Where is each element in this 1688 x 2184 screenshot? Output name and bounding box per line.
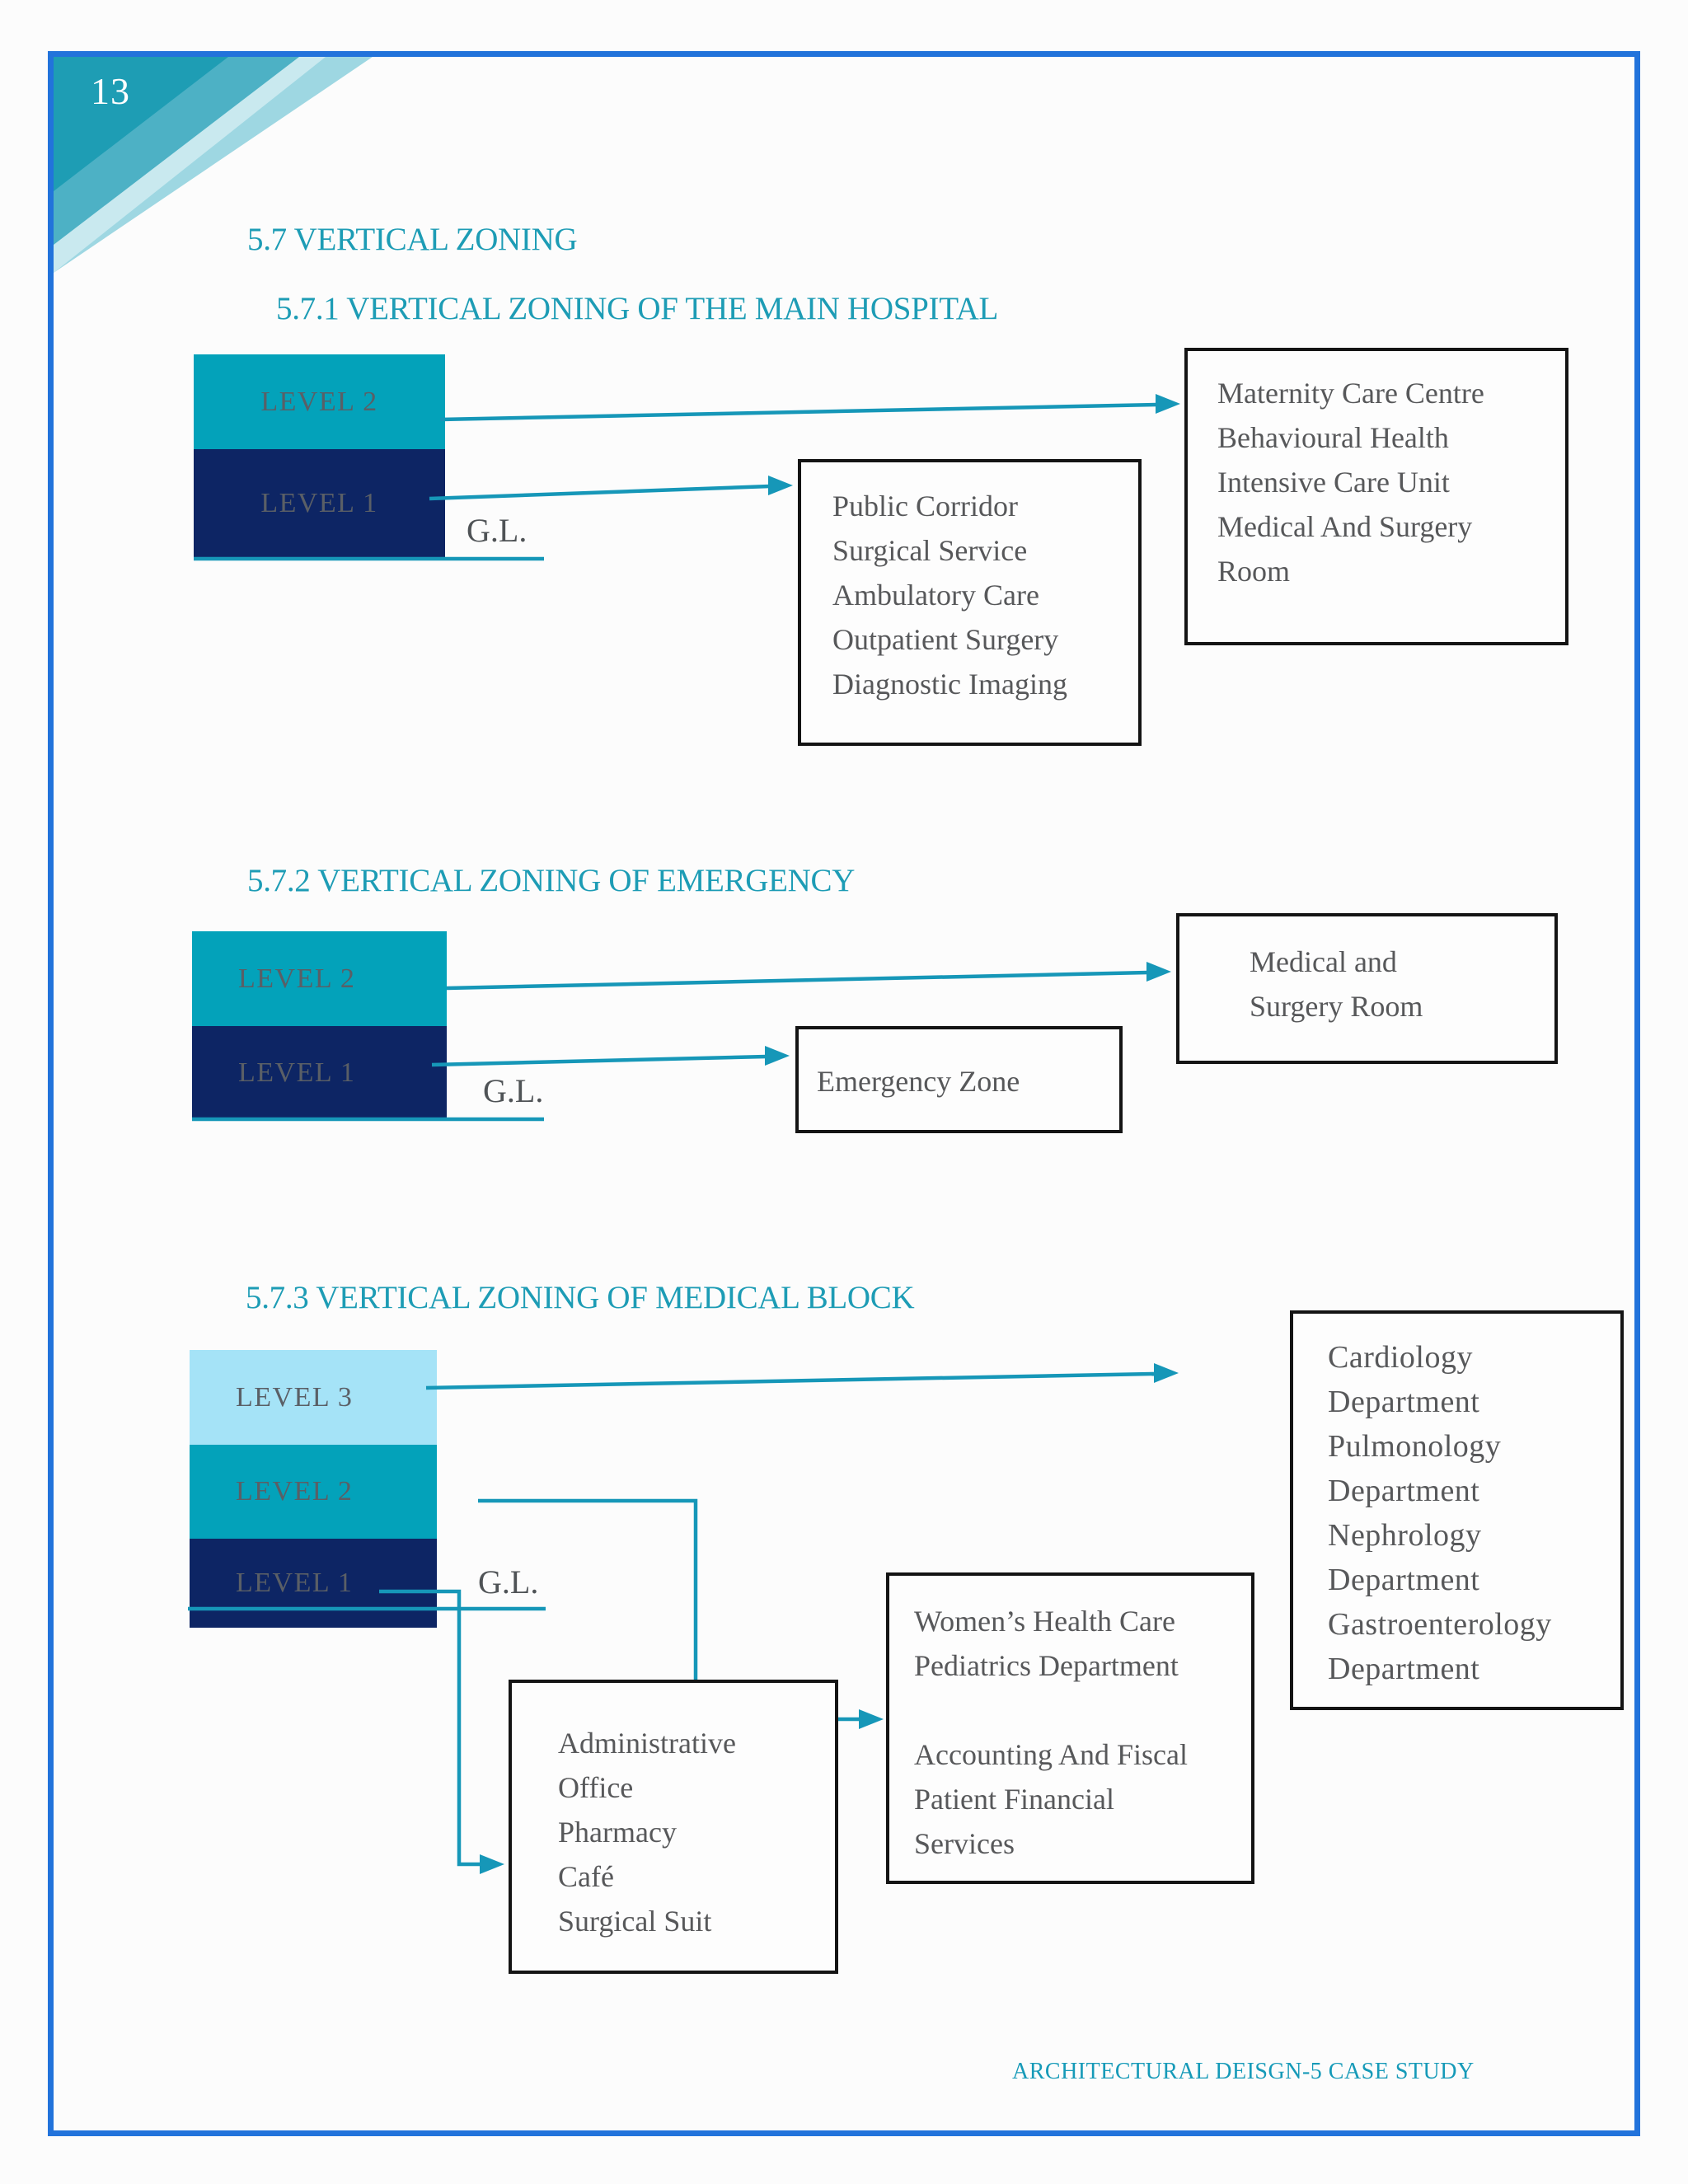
d1-arrow-level2 <box>439 402 1158 422</box>
arrowhead-icon <box>1154 1363 1179 1383</box>
arrowhead-icon <box>859 1709 884 1729</box>
box-line: Outpatient Surgery <box>832 623 1059 656</box>
d1-arrow-level1 <box>429 484 771 501</box>
page-number: 13 <box>91 70 130 112</box>
box-line: Women’s Health Care <box>914 1605 1176 1638</box>
heading-5-7-1: 5.7.1 VERTICAL ZONING OF THE MAIN HOSPIT… <box>276 291 999 326</box>
d1-ground-level-label: G.L. <box>467 512 528 549</box>
box-line: Department <box>1328 1474 1480 1508</box>
arrowhead-icon <box>765 1046 790 1066</box>
d3-arrow-level1 <box>379 1589 480 1867</box>
box-line: Department <box>1328 1385 1480 1419</box>
heading-5-7: 5.7 VERTICAL ZONING <box>247 222 578 257</box>
d3-middle-text-box: Women’s Health Care Pediatrics Departmen… <box>886 1572 1254 1884</box>
box-line: Diagnostic Imaging <box>832 668 1067 701</box>
d2-ground-level-label: G.L. <box>483 1072 544 1109</box>
d3-ground-level-label: G.L. <box>478 1563 539 1601</box>
box-line: Services <box>914 1827 1015 1860</box>
d1-upper-text-box: Maternity Care Centre Behavioural Health… <box>1184 348 1568 645</box>
box-line: Maternity Care Centre <box>1217 377 1484 410</box>
page-border-frame <box>48 51 1640 2136</box>
d2-arrow-level2 <box>446 970 1149 991</box>
box-line: Surgery Room <box>1250 990 1423 1023</box>
d3-level1-band: LEVEL 1 <box>190 1539 437 1628</box>
box-line: Medical And Surgery <box>1217 510 1473 543</box>
box-line: Administrative <box>558 1727 736 1760</box>
box-line: Intensive Care Unit <box>1217 466 1450 499</box>
arrowhead-icon <box>480 1854 504 1874</box>
arrowhead-icon <box>1156 394 1180 414</box>
d3-level1-label: LEVEL 1 <box>236 1568 354 1598</box>
box-line: Behavioural Health <box>1217 421 1449 454</box>
d1-level1-label: LEVEL 1 <box>260 487 378 518</box>
d1-level1-band: LEVEL 1 <box>194 449 445 557</box>
d3-level2-label: LEVEL 2 <box>236 1476 354 1507</box>
arrowhead-icon <box>1146 962 1171 982</box>
d2-upper-text-box: Medical and Surgery Room <box>1176 913 1558 1064</box>
heading-5-7-3: 5.7.3 VERTICAL ZONING OF MEDICAL BLOCK <box>246 1280 915 1315</box>
footer-text: ARCHITECTURAL DEISGN-5 CASE STUDY <box>1012 2059 1475 2084</box>
box-line: Accounting And Fiscal <box>914 1738 1188 1771</box>
box-line: Emergency Zone <box>817 1065 1020 1098</box>
box-line: Pediatrics Department <box>914 1649 1179 1682</box>
d3-right-text-box: Cardiology Department Pulmonology Depart… <box>1290 1310 1624 1710</box>
box-line: Public Corridor <box>832 490 1018 523</box>
box-line: Nephrology <box>1328 1518 1482 1553</box>
box-line: Pharmacy <box>558 1816 677 1849</box>
box-line: Office <box>558 1771 634 1804</box>
d2-lower-text-box: Emergency Zone <box>795 1026 1123 1133</box>
d2-level2-band: LEVEL 2 <box>192 931 447 1026</box>
box-line: Medical and <box>1250 945 1397 978</box>
box-line: Gastroenterology <box>1328 1607 1552 1642</box>
box-line: Pulmonology <box>1328 1429 1502 1464</box>
d1-level2-label: LEVEL 2 <box>260 386 378 417</box>
d1-lower-text-box: Public Corridor Surgical Service Ambulat… <box>798 459 1142 746</box>
d2-level1-band: LEVEL 1 <box>192 1026 447 1119</box>
box-line: Café <box>558 1860 614 1893</box>
box-line: Cardiology <box>1328 1340 1473 1375</box>
d2-level2-label: LEVEL 2 <box>238 963 356 994</box>
box-line: Patient Financial <box>914 1783 1114 1816</box>
heading-5-7-2: 5.7.2 VERTICAL ZONING OF EMERGENCY <box>247 863 856 898</box>
box-line: Department <box>1328 1652 1480 1686</box>
d3-level3-label: LEVEL 3 <box>236 1381 354 1413</box>
box-line: Department <box>1328 1563 1480 1597</box>
d2-arrow-level1 <box>431 1054 767 1067</box>
d1-level2-band: LEVEL 2 <box>194 354 445 449</box>
d3-left-text-box: Administrative Office Pharmacy Café Surg… <box>509 1680 838 1974</box>
box-line: Surgical Suit <box>558 1905 712 1938</box>
d3-arrow-level3 <box>425 1371 1155 1390</box>
box-line: Surgical Service <box>832 534 1028 567</box>
d3-level3-band: LEVEL 3 <box>190 1350 437 1445</box>
box-line: Room <box>1217 555 1291 588</box>
box-line <box>914 1688 1243 1732</box>
box-line: Ambulatory Care <box>832 579 1039 612</box>
corner-triangle-decoration <box>54 57 373 273</box>
arrowhead-icon <box>768 476 793 495</box>
d3-level2-band: LEVEL 2 <box>190 1445 437 1539</box>
d2-level1-label: LEVEL 1 <box>238 1057 356 1088</box>
